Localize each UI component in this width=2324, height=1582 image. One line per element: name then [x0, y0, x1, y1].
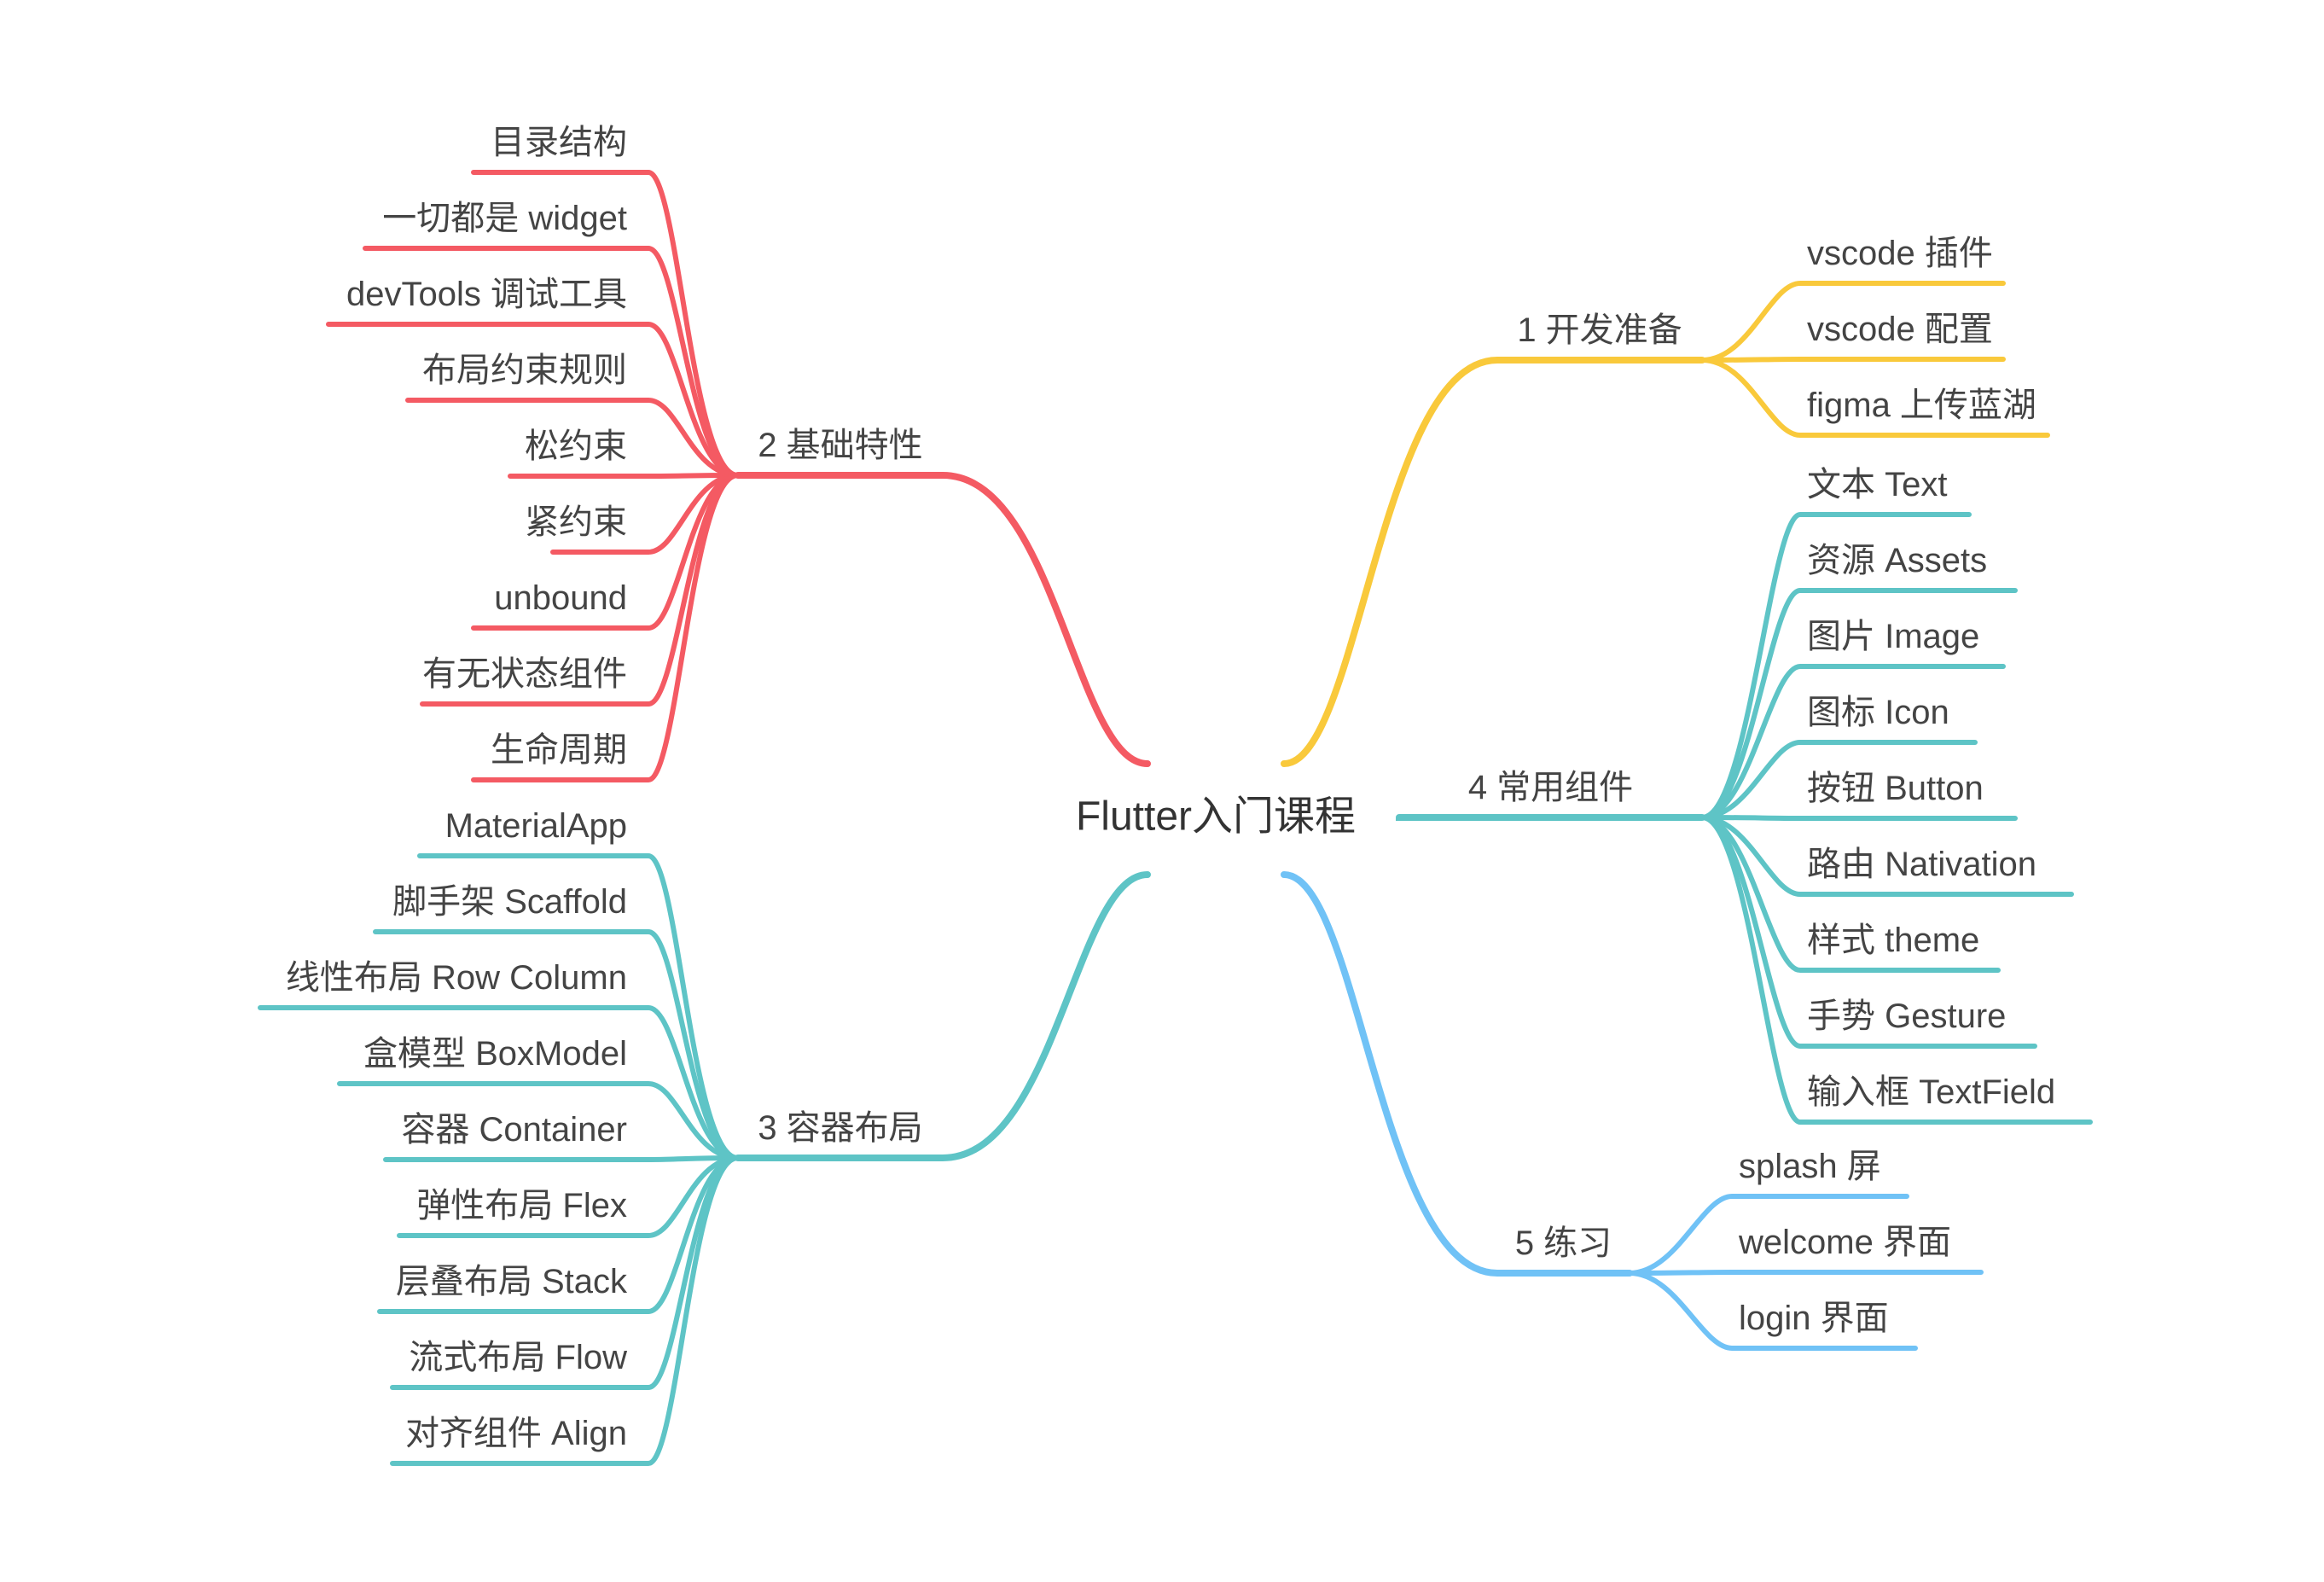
leaf-connector: [1699, 815, 2018, 821]
leaf-connector: [1699, 815, 2093, 1125]
leaf-node-label[interactable]: 流式布局 Flow: [409, 1339, 627, 1376]
leaf-node-label[interactable]: 盒模型 BoxModel: [363, 1035, 627, 1073]
leaf-node-label[interactable]: 一切都是 widget: [382, 200, 627, 237]
leaf-connector: [1627, 1270, 1984, 1276]
leaf-connector: [337, 1081, 741, 1160]
leaf-node-label[interactable]: 图片 Image: [1807, 618, 1979, 655]
leaf-node-label[interactable]: login 界面: [1739, 1300, 1889, 1337]
leaf-connector: [326, 322, 741, 478]
leaf-node-label[interactable]: 按钮 Button: [1807, 770, 1984, 807]
leaf-connector: [1699, 740, 1978, 820]
branch-connector-b1: [1281, 357, 1705, 767]
leaf-connector: [1699, 357, 2006, 363]
leaf-connector: [508, 473, 741, 479]
leaf-node-label[interactable]: 脚手架 Scaffold: [392, 883, 627, 921]
leaf-connector: [1627, 1271, 1918, 1351]
leaf-connector: [363, 246, 741, 478]
branch-connector-b2: [735, 472, 1151, 767]
leaf-node-label[interactable]: 层叠布局 Stack: [396, 1263, 628, 1300]
leaf-connector: [1699, 664, 2006, 820]
leaf-connector: [1699, 588, 2018, 820]
leaf-node-label[interactable]: MaterialApp: [445, 807, 627, 845]
leaf-node-label[interactable]: 紧约束: [525, 503, 627, 541]
leaf-node-label[interactable]: figma 上传蓝湖: [1807, 387, 2036, 424]
leaf-node-label[interactable]: 线性布局 Row Column: [286, 959, 627, 997]
leaf-node-label[interactable]: 资源 Assets: [1807, 542, 1987, 579]
leaf-node-label[interactable]: 手势 Gesture: [1807, 997, 2006, 1035]
leaf-node-label[interactable]: 样式 theme: [1807, 922, 1979, 959]
leaf-connector: [1699, 815, 2074, 897]
leaf-node-label[interactable]: 目录结构: [491, 124, 627, 161]
branch-label-b5[interactable]: 5 练习: [1515, 1224, 1612, 1262]
leaf-node-label[interactable]: vscode 插件: [1807, 235, 1993, 272]
leaf-node-label[interactable]: devTools 调试工具: [346, 276, 627, 313]
leaf-connector: [383, 1155, 741, 1162]
leaf-node-label[interactable]: welcome 界面: [1738, 1224, 1951, 1261]
leaf-node-label[interactable]: splash 屏: [1739, 1148, 1881, 1185]
leaf-node-label[interactable]: 有无状态组件: [422, 655, 627, 693]
leaf-connector: [373, 929, 741, 1160]
leaf-node-label[interactable]: 文本 Text: [1807, 466, 1947, 503]
leaf-node-label[interactable]: 路由 Nativation: [1807, 846, 2036, 883]
connector-layer: [258, 170, 2093, 1466]
branch-label-b4[interactable]: 4 常用组件: [1468, 769, 1633, 806]
leaf-node-label[interactable]: 图标 Icon: [1807, 694, 1949, 731]
leaf-connector: [1699, 281, 2006, 363]
leaf-node-label[interactable]: 布局约束规则: [422, 352, 627, 389]
leaf-node-label[interactable]: 对齐组件 Align: [405, 1415, 627, 1452]
leaf-node-label[interactable]: unbound: [494, 579, 627, 617]
leaf-connector: [471, 473, 741, 782]
leaf-connector: [258, 1005, 741, 1160]
leaf-node-label[interactable]: 生命周期: [491, 731, 627, 769]
branch-label-b3[interactable]: 3 容器布局: [758, 1109, 922, 1147]
leaf-connector: [550, 473, 741, 555]
branch-connector-b3: [735, 871, 1151, 1161]
center-node[interactable]: Flutter入门课程: [1076, 794, 1356, 840]
leaf-node-label[interactable]: vscode 配置: [1807, 311, 1993, 348]
leaf-connector: [397, 1155, 741, 1238]
leaf-connector: [1627, 1194, 1909, 1276]
leaf-node-label[interactable]: 松约束: [525, 427, 627, 465]
leaf-connector: [1699, 358, 2050, 438]
branch-label-b2[interactable]: 2 基础特性: [758, 427, 922, 464]
leaf-node-label[interactable]: 容器 Container: [401, 1111, 627, 1149]
leaf-connector: [405, 398, 741, 478]
leaf-node-label[interactable]: 弹性布局 Flex: [416, 1187, 627, 1224]
branch-connector-b5: [1281, 871, 1633, 1277]
leaf-connector: [390, 1155, 741, 1466]
leaf-node-label[interactable]: 输入框 TextField: [1807, 1073, 2055, 1111]
center-node-label: Flutter入门课程: [1076, 794, 1356, 840]
branch-label-b1[interactable]: 1 开发准备: [1517, 311, 1682, 349]
